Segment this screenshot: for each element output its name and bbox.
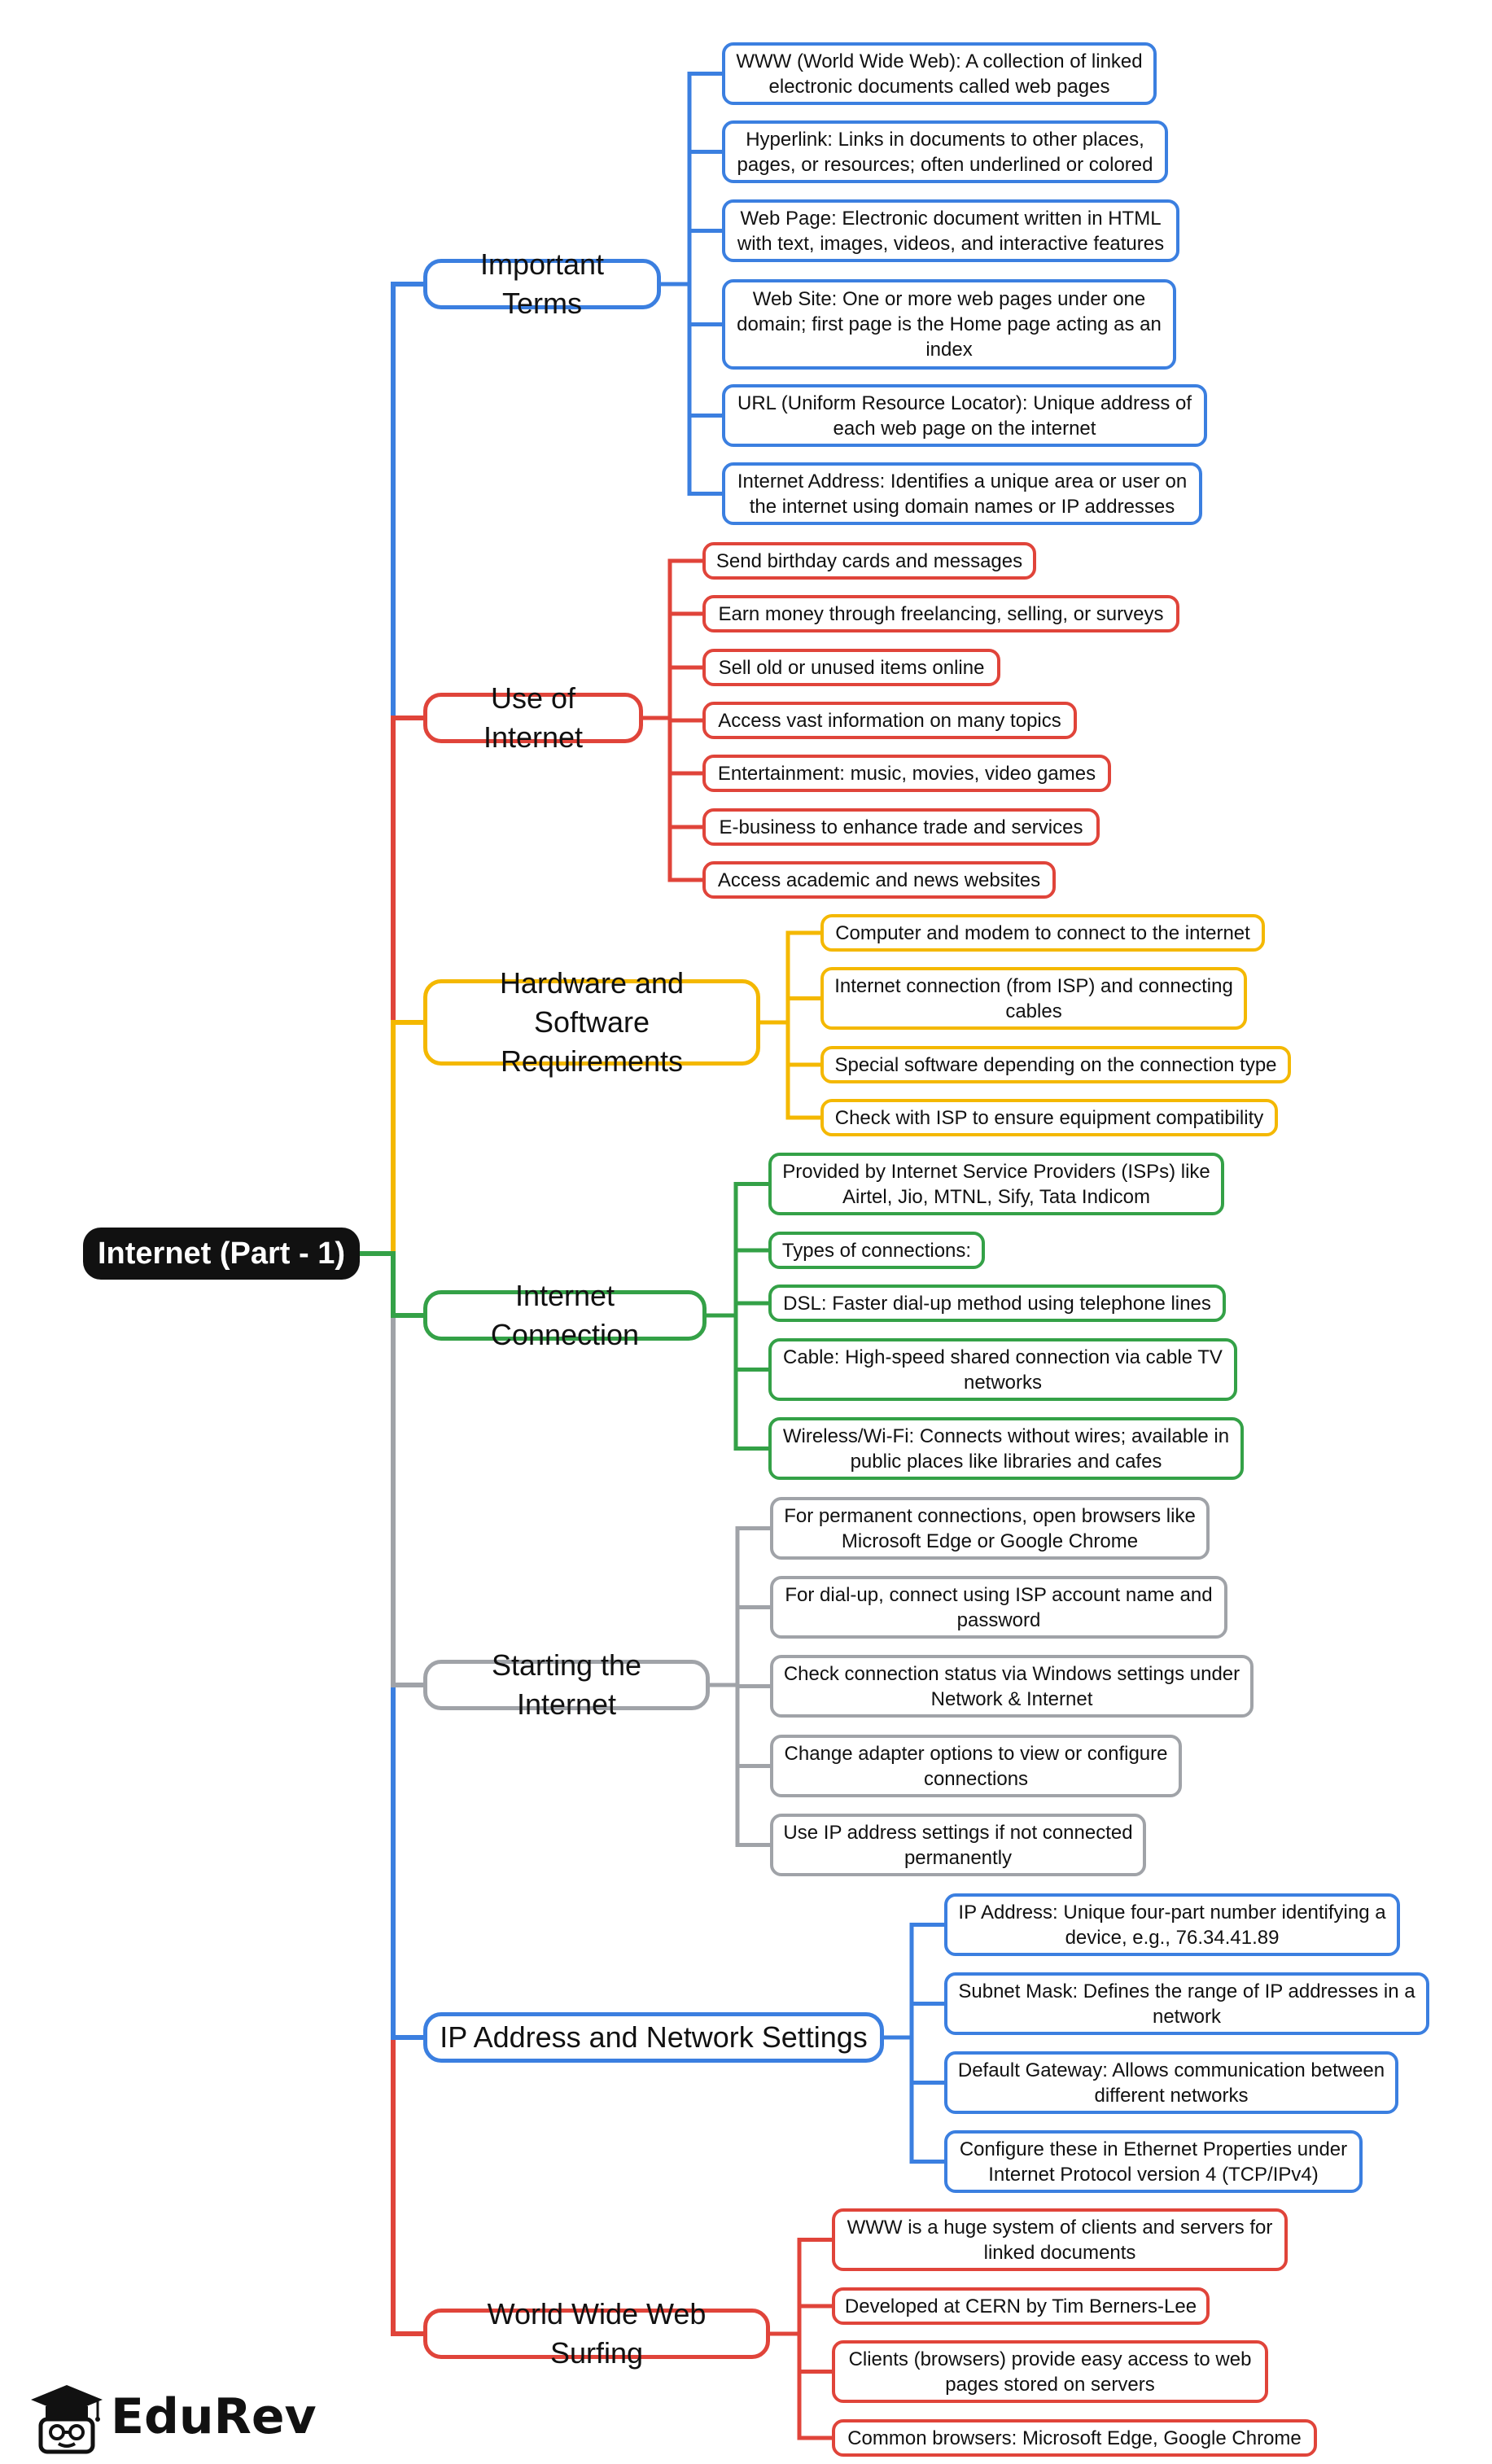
leaf-node: Clients (browsers) provide easy access t… — [832, 2340, 1268, 2403]
branch-node: Use of Internet — [423, 681, 643, 754]
leaf-node: For permanent connections, open browsers… — [770, 1497, 1210, 1560]
edurev-logo: EduRev — [29, 2382, 317, 2455]
leaf-node: Access vast information on many topics — [702, 702, 1077, 739]
branch-node: IP Address and Network Settings — [423, 2012, 884, 2063]
leaf-node: Default Gateway: Allows communication be… — [944, 2051, 1398, 2114]
leaf-node: Web Site: One or more web pages under on… — [722, 279, 1176, 370]
leaf-node: Provided by Internet Service Providers (… — [768, 1153, 1224, 1215]
leaf-node: Entertainment: music, movies, video game… — [702, 755, 1111, 792]
leaf-node: WWW is a huge system of clients and serv… — [832, 2208, 1288, 2271]
leaf-node: Earn money through freelancing, selling,… — [702, 595, 1179, 632]
leaf-node: Common browsers: Microsoft Edge, Google … — [832, 2419, 1317, 2457]
leaf-node: Cable: High-speed shared connection via … — [768, 1338, 1237, 1401]
leaf-node: Special software depending on the connec… — [820, 1046, 1291, 1083]
graduation-cap-icon — [31, 2385, 103, 2454]
leaf-node: IP Address: Unique four-part number iden… — [944, 1893, 1400, 1956]
leaf-node: For dial-up, connect using ISP account n… — [770, 1576, 1227, 1639]
leaf-node: Use IP address settings if not connected… — [770, 1814, 1146, 1876]
root-node: Internet (Part - 1) — [83, 1228, 360, 1280]
leaf-node: Developed at CERN by Tim Berners-Lee — [832, 2287, 1210, 2325]
branch-node: Important Terms — [423, 247, 661, 320]
leaf-node: Computer and modem to connect to the int… — [820, 914, 1265, 952]
leaf-node: Access academic and news websites — [702, 861, 1056, 899]
branch-node: Internet Connection — [423, 1279, 707, 1351]
branch-node: Hardware and Software Requirements — [423, 966, 760, 1078]
leaf-node: WWW (World Wide Web): A collection of li… — [722, 42, 1157, 105]
logo-text: EduRev — [111, 2388, 317, 2445]
leaf-node: Send birthday cards and messages — [702, 542, 1036, 580]
leaf-node: Wireless/Wi-Fi: Connects without wires; … — [768, 1417, 1244, 1480]
leaf-node: Configure these in Ethernet Properties u… — [944, 2130, 1363, 2193]
leaf-node: Change adapter options to view or config… — [770, 1735, 1182, 1797]
leaf-node: Internet Address: Identifies a unique ar… — [722, 462, 1202, 525]
leaf-node: Types of connections: — [768, 1232, 985, 1269]
leaf-node: E-business to enhance trade and services — [702, 808, 1100, 846]
leaf-node: Sell old or unused items online — [702, 649, 1000, 686]
leaf-node: Subnet Mask: Defines the range of IP add… — [944, 1972, 1429, 2035]
leaf-node: URL (Uniform Resource Locator): Unique a… — [722, 384, 1207, 447]
leaf-node: Hyperlink: Links in documents to other p… — [722, 120, 1168, 183]
leaf-node: Check with ISP to ensure equipment compa… — [820, 1099, 1278, 1136]
leaf-node: Internet connection (from ISP) and conne… — [820, 967, 1247, 1030]
leaf-node: Web Page: Electronic document written in… — [722, 199, 1179, 262]
leaf-node: DSL: Faster dial-up method using telepho… — [768, 1285, 1226, 1322]
branch-node: Starting the Internet — [423, 1648, 710, 1721]
leaf-node: Check connection status via Windows sett… — [770, 1655, 1254, 1718]
branch-node: World Wide Web Surfing — [423, 2297, 770, 2370]
